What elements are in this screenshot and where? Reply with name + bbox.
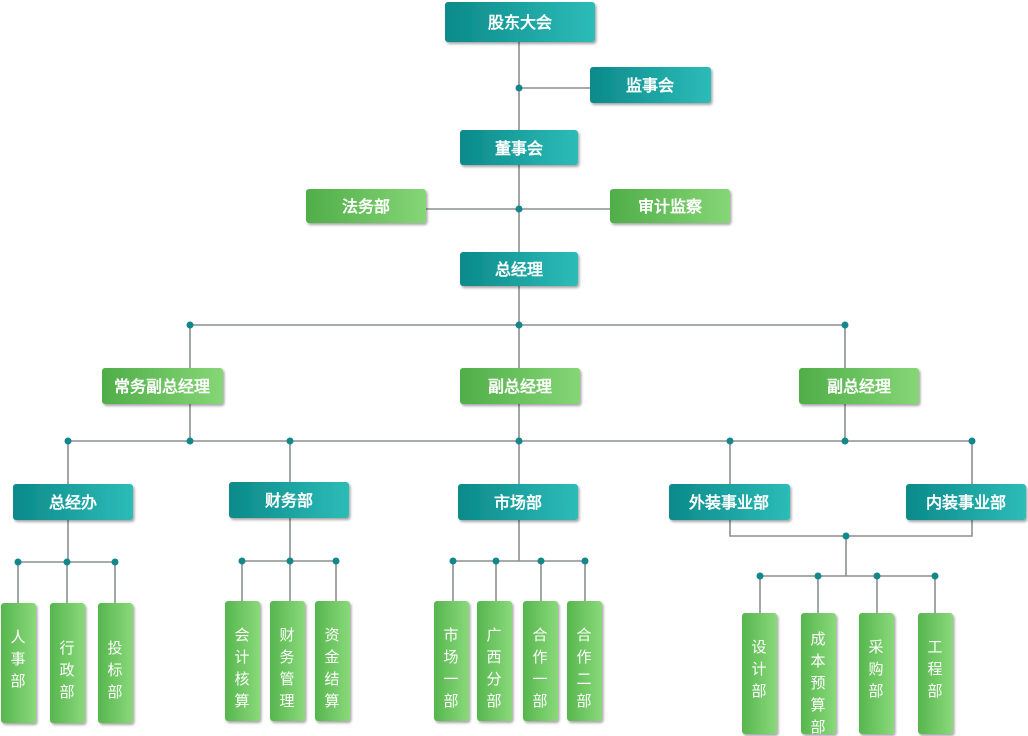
node-label: 市场部: [494, 493, 542, 512]
node-label: 股东大会: [488, 13, 552, 32]
node-engineering: 工程部: [918, 613, 953, 734]
node-purchase: 采购部: [859, 613, 894, 734]
node-legal: 法务部: [306, 189, 426, 223]
node-label: 内装事业部: [926, 493, 1006, 512]
node-label: 行政部: [59, 639, 74, 701]
node-label: 工程部: [927, 638, 942, 700]
node-label: 财务管理: [279, 626, 294, 710]
node-label: 财务部: [264, 491, 313, 510]
node-label: 董事会: [495, 139, 543, 158]
node-label: 市场一部: [443, 626, 458, 710]
node-fin-mgmt: 财务管理: [270, 601, 305, 721]
node-fund: 资金结算: [315, 601, 350, 721]
node-budget: 成本预算部: [801, 613, 836, 736]
node-vgm-1: 副总经理: [460, 368, 580, 404]
node-label: 副总经理: [827, 377, 891, 396]
node-label: 人事部: [10, 628, 25, 690]
node-exterior: 外装事业部: [669, 484, 790, 520]
node-label: 监事会: [626, 76, 674, 95]
node-vgm-2: 副总经理: [799, 368, 919, 404]
node-label: 副总经理: [488, 377, 552, 396]
node-label: 投标部: [107, 639, 122, 701]
node-label: 法务部: [342, 197, 390, 216]
node-label: 总经理: [495, 260, 543, 279]
node-label: 会计核算: [234, 626, 249, 710]
node-exec-vgm: 常务副总经理: [102, 368, 223, 404]
connector-dots: [14, 84, 976, 580]
connector-lines: [17, 42, 973, 613]
node-label: 总经办: [49, 493, 97, 512]
node-shareholders: 股东大会: [445, 2, 595, 42]
node-finance: 财务部: [229, 482, 349, 518]
node-guangxi: 广西分部: [477, 601, 512, 721]
node-design: 设计部: [742, 613, 777, 734]
node-interior: 内装事业部: [906, 484, 1026, 520]
node-label: 资金结算: [324, 626, 339, 710]
node-admin: 行政部: [50, 603, 85, 723]
node-label: 审计监察: [638, 197, 703, 216]
node-label: 采购部: [868, 638, 883, 700]
node-label: 外装事业部: [688, 493, 769, 512]
node-label: 成本预算部: [810, 630, 825, 736]
node-supervisors: 监事会: [590, 67, 711, 103]
node-label: 常务副总经理: [114, 377, 210, 396]
node-gm-office: 总经办: [13, 484, 133, 520]
node-label: 合作二部: [576, 626, 591, 710]
node-coop1: 合作一部: [523, 601, 558, 721]
node-board: 董事会: [460, 130, 578, 165]
node-coop2: 合作二部: [567, 601, 602, 721]
node-label: 广西分部: [486, 626, 501, 710]
node-accounting: 会计核算: [225, 601, 260, 721]
node-label: 设计部: [751, 638, 766, 700]
node-market1: 市场一部: [434, 601, 469, 721]
node-hr: 人事部: [1, 603, 36, 723]
node-audit: 审计监察: [610, 189, 730, 223]
node-market: 市场部: [458, 484, 578, 520]
node-bidding: 投标部: [98, 603, 133, 723]
node-gm: 总经理: [460, 252, 578, 286]
node-label: 合作一部: [532, 626, 547, 710]
